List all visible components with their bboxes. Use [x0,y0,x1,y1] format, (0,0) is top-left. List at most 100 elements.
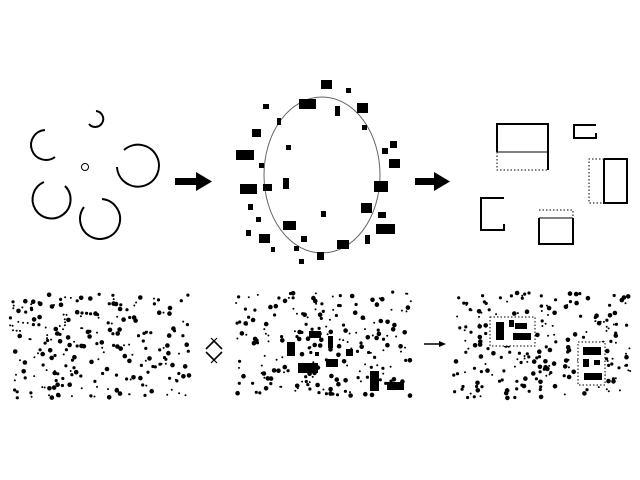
dot [260,364,263,367]
dot [547,347,553,353]
dot [609,339,613,343]
dot [122,353,128,359]
dot [343,389,347,393]
dot [162,311,165,314]
dot [311,295,316,301]
dot [185,323,189,327]
dot [287,296,290,299]
dot [48,394,50,397]
dot [268,376,274,381]
dot [59,297,63,301]
dot [131,315,137,320]
scattered-block [299,259,304,264]
dot [315,302,318,305]
dot [46,338,50,343]
dot [359,344,365,350]
dot [579,314,583,318]
broken-ring [31,181,72,220]
dot [364,363,367,366]
dot [64,321,67,324]
dot [407,358,413,363]
dot [165,343,170,348]
dot [290,291,296,296]
dot [574,300,579,306]
dot [531,371,536,376]
dot [38,348,42,352]
frame [538,218,574,245]
dot [49,355,54,361]
dot [263,386,269,391]
dot [568,292,572,296]
dot [544,322,547,325]
dot [472,395,476,399]
dot [164,362,167,365]
dot [314,292,317,295]
dot [307,338,310,341]
dot [314,308,317,311]
dot [606,360,609,362]
dot [156,310,162,316]
dot [253,308,257,312]
dot [106,395,112,400]
dot [116,315,119,318]
dot [525,310,529,314]
dot [89,394,93,398]
dot [336,352,341,358]
broken-ring [116,143,160,188]
dot [625,323,629,327]
dot [629,370,632,372]
dot [117,306,123,312]
dot [293,330,296,333]
dot [540,310,543,312]
dot [70,395,73,398]
dot [619,297,625,303]
dot [128,343,131,346]
dot [186,293,190,297]
dot [628,347,631,350]
dot [338,294,342,298]
dot [614,341,617,344]
dot [405,310,408,313]
dot [527,355,531,359]
dot [304,322,308,326]
scattered-block [365,235,370,244]
scattered-block [236,150,254,160]
dot [385,342,390,348]
dot [405,305,411,310]
dot [519,360,523,365]
dot [123,344,125,347]
dot [19,329,21,332]
dot [487,308,491,312]
dot [301,380,304,383]
dot [547,334,550,337]
dot [386,334,389,337]
dot [374,302,380,307]
dot [64,296,67,299]
dot [236,337,239,340]
dot [61,376,65,381]
dot [306,383,310,387]
scattered-block [374,181,388,192]
dot [304,379,308,384]
dot [37,352,39,355]
dot [514,290,520,296]
dot [365,375,369,379]
dot [317,326,321,330]
dot [400,350,402,353]
dot [334,313,338,318]
ring-block [328,336,333,348]
dot [138,295,143,300]
dot [369,392,375,398]
dot [139,363,143,367]
dot [30,395,33,398]
dot [479,395,482,398]
dot [65,335,71,340]
dot [407,393,413,398]
dot [151,364,155,369]
dot [115,344,120,349]
dot [95,342,99,346]
dot [67,382,72,388]
dot [568,300,573,304]
